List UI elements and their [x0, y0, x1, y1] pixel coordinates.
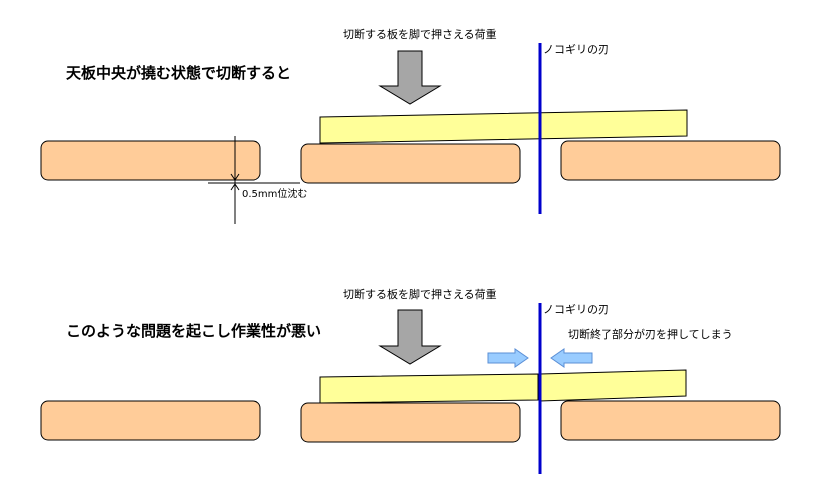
upper-heading: 天板中央が撓む状態で切断すると: [66, 64, 291, 82]
upper-middle-support: [300, 143, 521, 184]
lower-pinch-label: 切断終了部分が刃を押してしまう: [568, 327, 733, 341]
lower-heading: このような問題を起こし作業性が悪い: [66, 322, 321, 340]
upper-left-support: [40, 140, 261, 181]
upper-load-arrow-icon: [378, 50, 442, 105]
upper-cut-board: [319, 109, 688, 144]
upper-load-label: 切断する板を脚で押さえる荷重: [343, 27, 497, 41]
upper-blade-label: ノコギリの刃: [543, 43, 609, 56]
lower-middle-support: [300, 402, 521, 443]
upper-right-support: [560, 140, 781, 181]
upper-scene: 切断する板を脚で押さえる荷重 天板中央が撓む状態で切断すると ノコギリの刃 0.…: [40, 27, 781, 224]
upper-sink-arrow-down-icon: [230, 173, 240, 181]
lower-load-arrow-icon: [378, 309, 442, 365]
lower-scene: 切断する板を脚で押さえる荷重 このような問題を起こし作業性が悪い ノコギリの刃 …: [40, 287, 781, 474]
lower-load-label: 切断する板を脚で押さえる荷重: [343, 287, 497, 301]
lower-pinch-arrow-left-icon: [550, 348, 593, 368]
lower-pinch-arrow-right-icon: [487, 348, 529, 368]
lower-board-right-piece: [539, 369, 687, 402]
lower-right-support: [560, 400, 781, 441]
upper-sink-arrow-up-icon: [230, 183, 240, 191]
lower-board-left-piece: [319, 373, 539, 404]
lower-blade-label: ノコギリの刃: [543, 303, 609, 316]
lower-left-support: [40, 400, 261, 441]
upper-sink-label: 0.5mm位沈む: [242, 187, 307, 200]
